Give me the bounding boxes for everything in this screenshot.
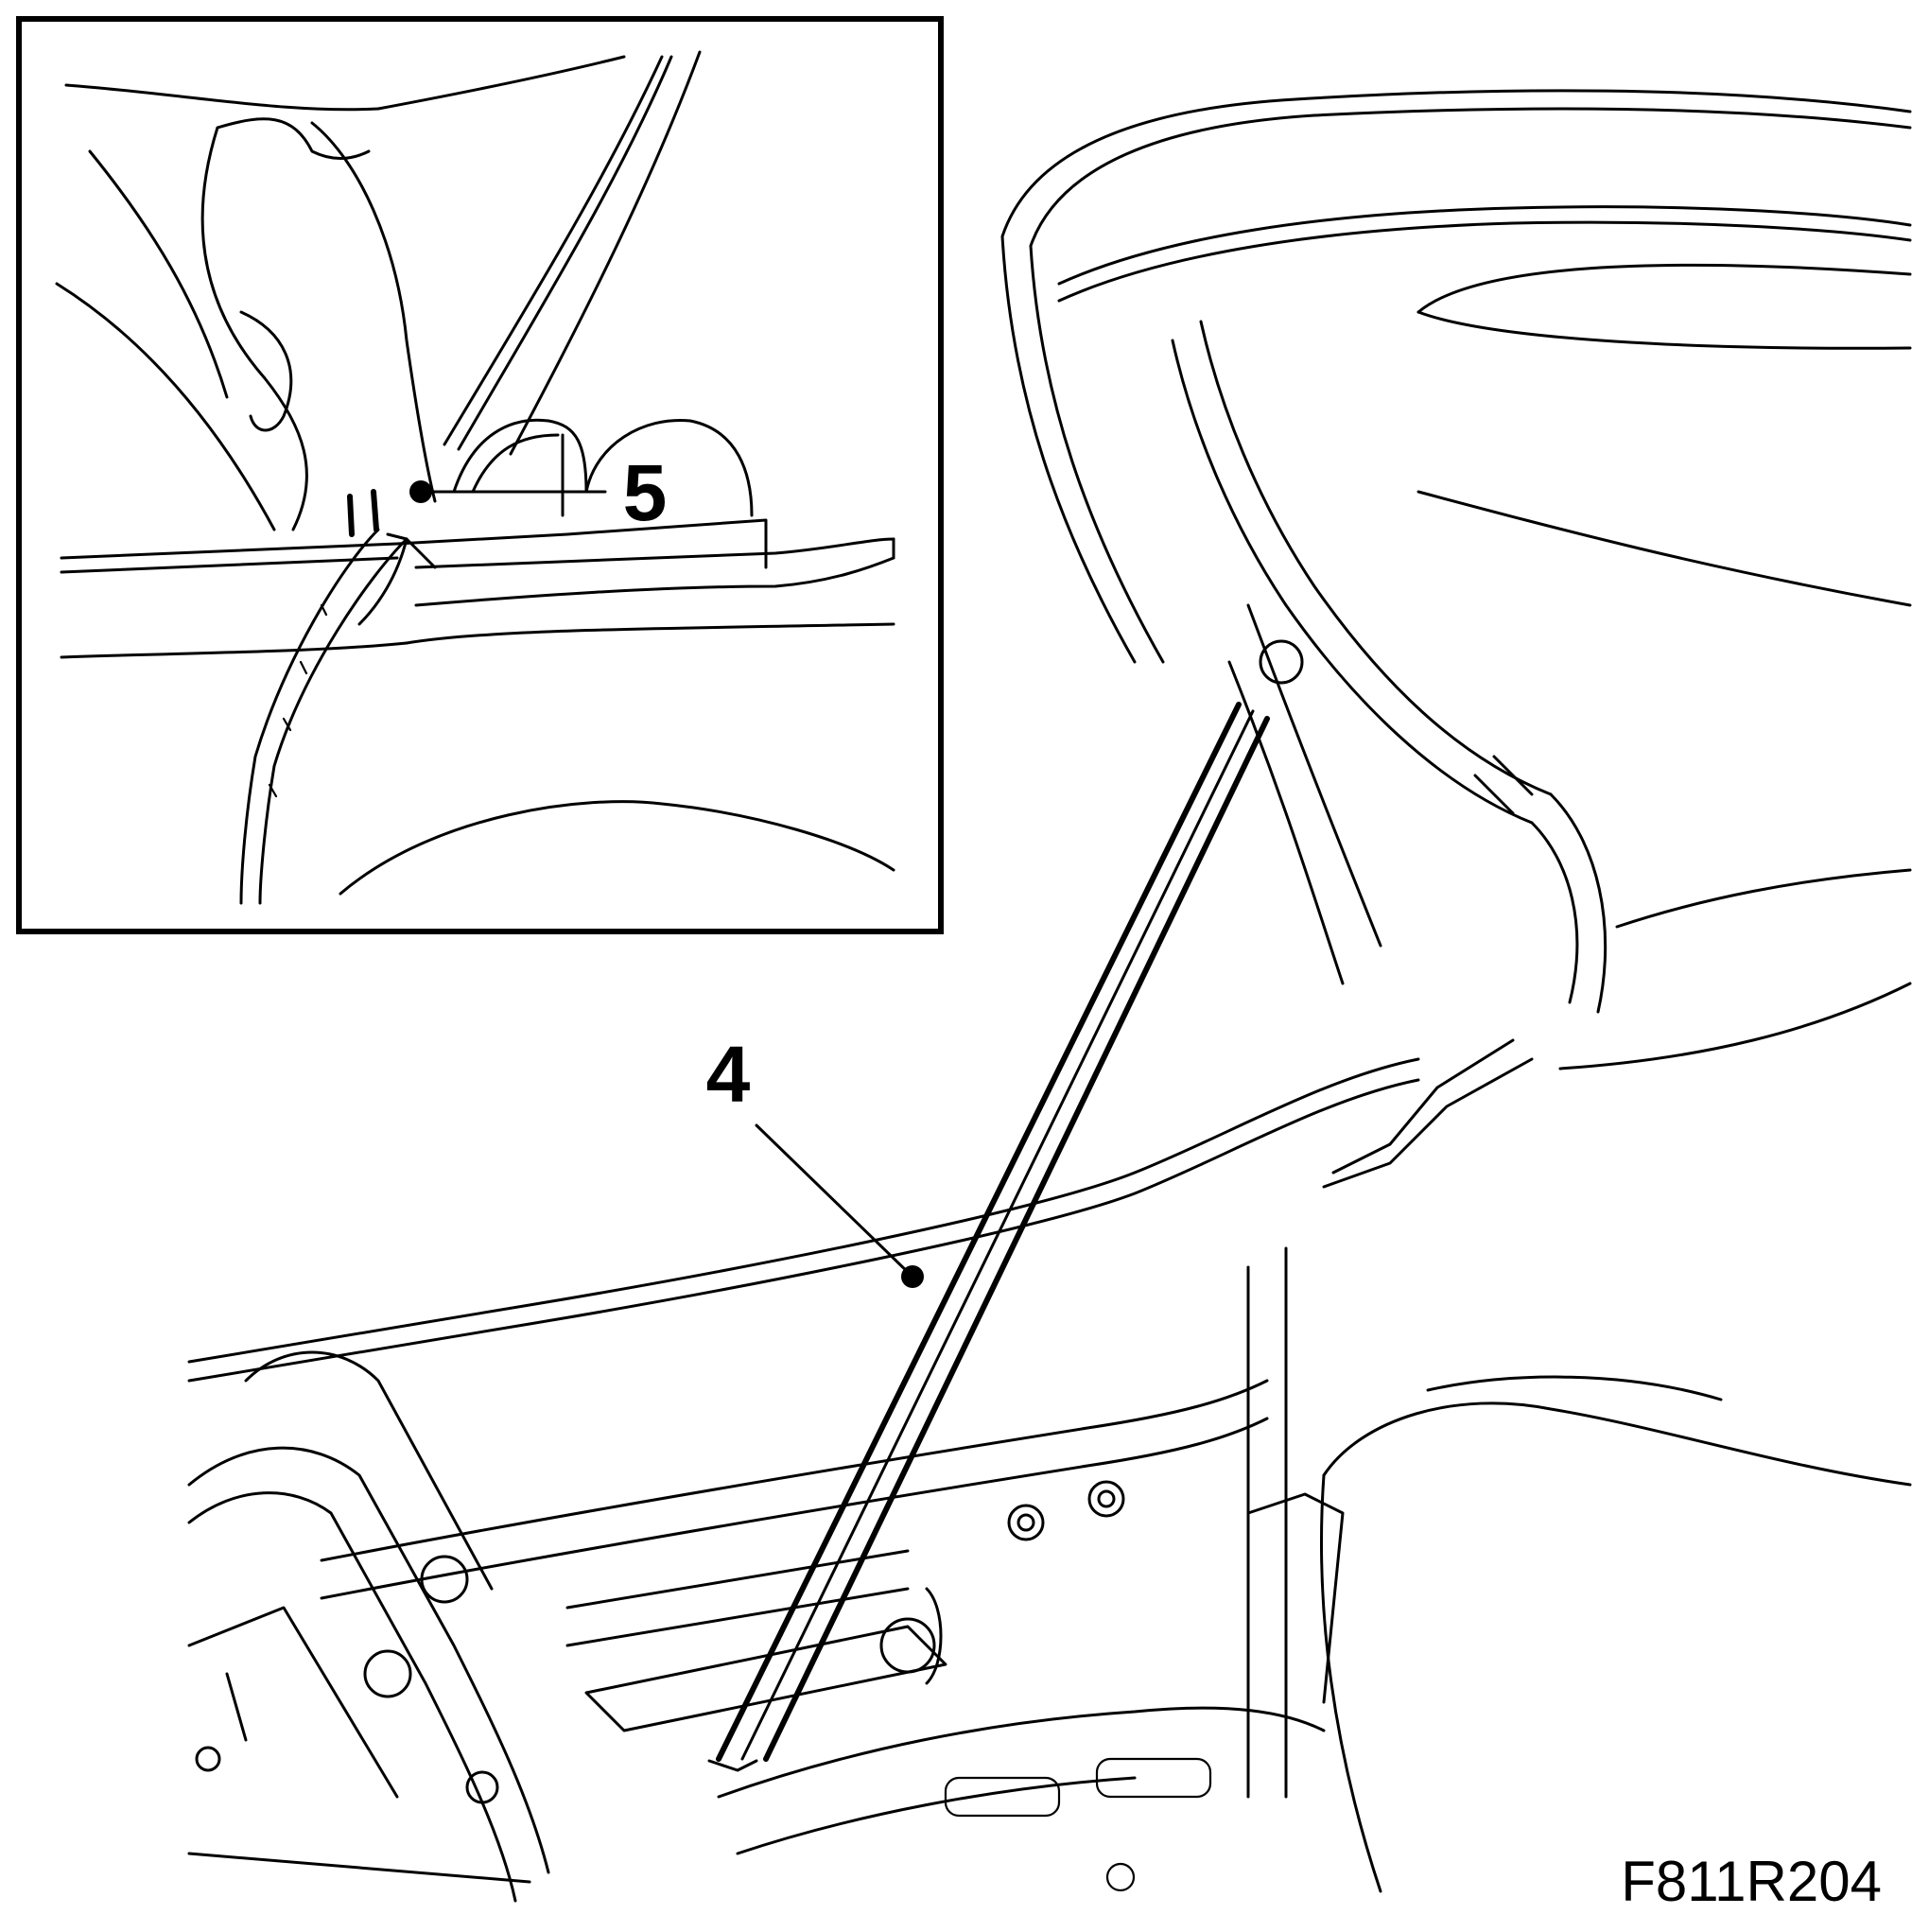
main-view: 4 F811R204 [187, 89, 1912, 1913]
hinge-assembly [187, 1350, 947, 1903]
callout-5-dot [409, 480, 432, 503]
strut-rod [707, 702, 1270, 1772]
callout-5: 5 [409, 448, 667, 537]
callout-4-dot [901, 1265, 924, 1288]
soft-top [1000, 89, 1912, 1189]
figure-id: F811R204 [1621, 1850, 1882, 1913]
detail-inset: 5 [16, 16, 944, 934]
callout-4: 4 [706, 1030, 924, 1288]
rear-seat [1246, 1375, 1912, 1893]
body-rail [187, 1057, 1420, 1799]
callout-label-4: 4 [706, 1030, 751, 1119]
callout-label-5: 5 [623, 448, 668, 537]
floor-panel [187, 1706, 1326, 1892]
inset-frame [16, 16, 944, 934]
